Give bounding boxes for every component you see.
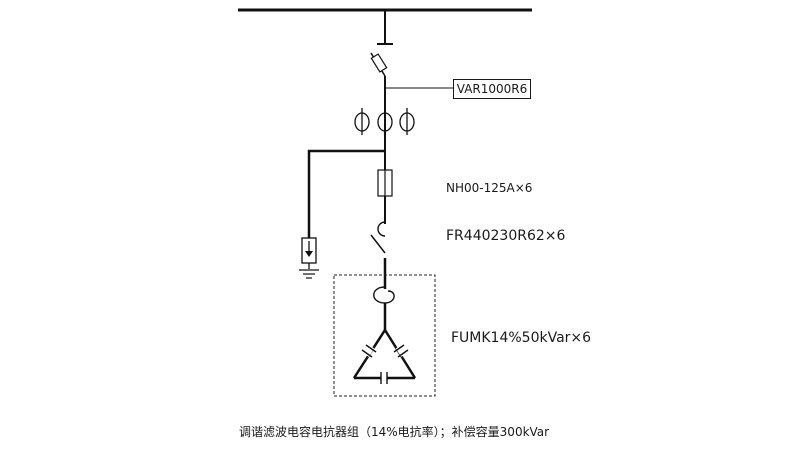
thermal-relay [377, 221, 386, 237]
reactor-capacitor-label: FUMK14%50kVar×6 [451, 330, 592, 346]
breaker-label: FR440230R62×6 [446, 228, 566, 244]
breaker-contact [370, 234, 386, 254]
ground-icon [299, 269, 319, 279]
switch-fuse-body [370, 53, 388, 73]
current-transformers [354, 108, 415, 135]
arrester-branch [307, 149, 385, 240]
reactor-coil [373, 286, 395, 304]
diagram-caption: 调谐滤波电容电抗器组（14%电抗率）；补偿容量300kVar [239, 425, 550, 439]
arrester-arrowhead [305, 251, 313, 257]
reactor-capacitor-enclosure [333, 274, 436, 397]
controller-label: VAR1000R6 [453, 79, 531, 99]
capacitor-delta [352, 329, 417, 380]
fuse-label: NH00-125A×6 [446, 181, 533, 195]
capacitor-plates [361, 344, 409, 384]
